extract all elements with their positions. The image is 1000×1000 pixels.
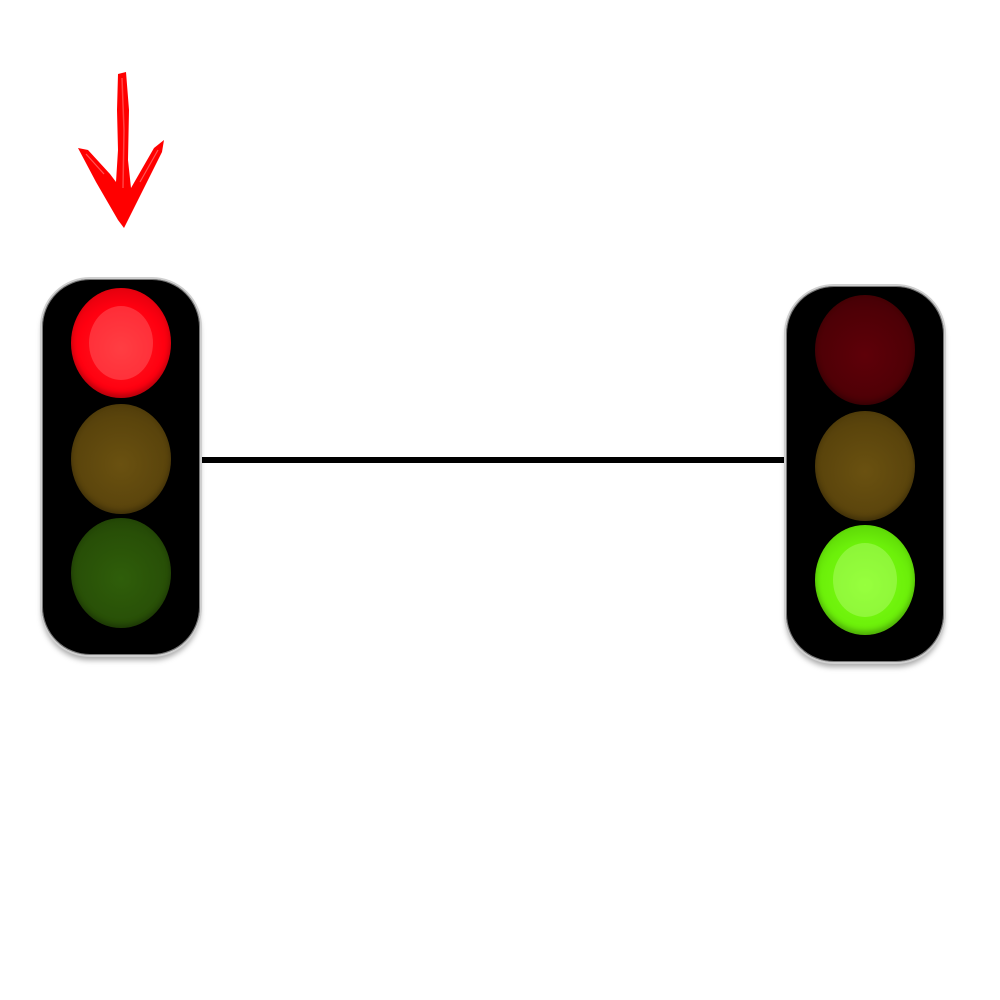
connector-line: [200, 457, 792, 463]
red-lamp-off: [815, 295, 915, 405]
red-lamp-on: [71, 288, 171, 398]
traffic-light-right: [784, 284, 946, 664]
green-lamp-on: [815, 525, 915, 635]
green-lamp-off: [71, 518, 171, 628]
yellow-lamp-off: [815, 411, 915, 521]
down-arrow-icon: [78, 72, 164, 228]
traffic-light-left: [40, 277, 202, 657]
yellow-lamp-off: [71, 404, 171, 514]
